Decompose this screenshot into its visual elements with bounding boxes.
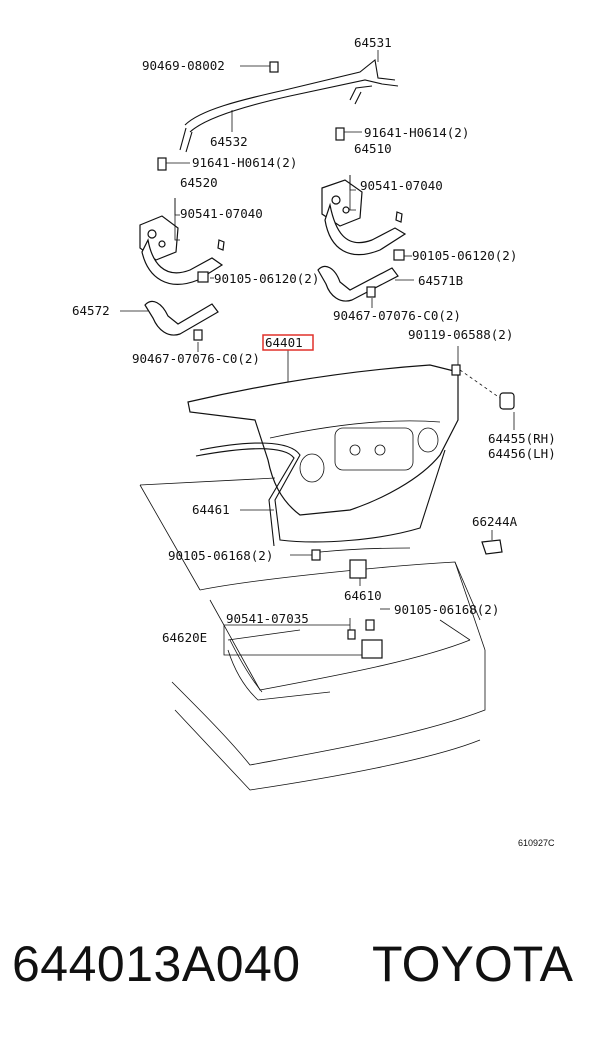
label-91641-h0614-top: 91641-H0614(2) <box>364 125 469 140</box>
hinge-cover-left <box>144 300 219 341</box>
label-90105-06120-right: 90105-06120(2) <box>412 248 517 263</box>
weatherstrip <box>195 442 446 547</box>
label-64572: 64572 <box>72 303 110 318</box>
label-64532: 64532 <box>210 134 248 149</box>
torsion-bar-assembly <box>179 58 399 153</box>
label-90469-08002: 90469-08002 <box>142 58 225 73</box>
label-64620e: 64620E <box>162 630 207 645</box>
label-90105-06120-left: 90105-06120(2) <box>214 271 319 286</box>
label-90541-07035: 90541-07035 <box>226 611 309 626</box>
label-66244a: 66244A <box>472 514 518 529</box>
highlight-box <box>262 334 314 351</box>
hinge-left <box>139 157 225 285</box>
part-number: 644013A040 <box>12 936 301 992</box>
car-body <box>139 477 486 791</box>
label-90467-07076-left: 90467-07076-C0(2) <box>132 351 260 366</box>
hinge-cover-right <box>317 265 399 302</box>
label-90119-06588: 90119-06588(2) <box>408 327 513 342</box>
label-90541-07040-left: 90541-07040 <box>180 206 263 221</box>
brand-name: TOYOTA <box>372 936 573 992</box>
label-64531: 64531 <box>354 35 392 50</box>
label-64401: 64401 <box>265 335 303 350</box>
diagram-code: 610927C <box>518 838 555 848</box>
label-91641-h0614-left: 91641-H0614(2) <box>192 155 297 170</box>
callout-labels: 64531 90469-08002 64532 91641-H0614(2) 6… <box>72 35 556 848</box>
label-64461: 64461 <box>192 502 230 517</box>
label-90105-06168-right: 90105-06168(2) <box>394 602 499 617</box>
label-64456-lh: 64456(LH) <box>488 446 556 461</box>
label-64455-rh: 64455(RH) <box>488 431 556 446</box>
label-90105-06168-left: 90105-06168(2) <box>168 548 273 563</box>
footer: 644013A040 TOYOTA <box>0 935 600 1015</box>
label-90541-07040-right: 90541-07040 <box>360 178 443 193</box>
label-90467-07076-right: 90467-07076-C0(2) <box>333 308 461 323</box>
label-64571b: 64571B <box>418 273 463 288</box>
label-64520: 64520 <box>180 175 218 190</box>
lock-parts <box>311 364 515 659</box>
hinge-right <box>321 127 407 261</box>
label-64610: 64610 <box>344 588 382 603</box>
label-64510: 64510 <box>354 141 392 156</box>
trunk-lid <box>187 364 459 516</box>
leader-lines <box>120 50 515 656</box>
